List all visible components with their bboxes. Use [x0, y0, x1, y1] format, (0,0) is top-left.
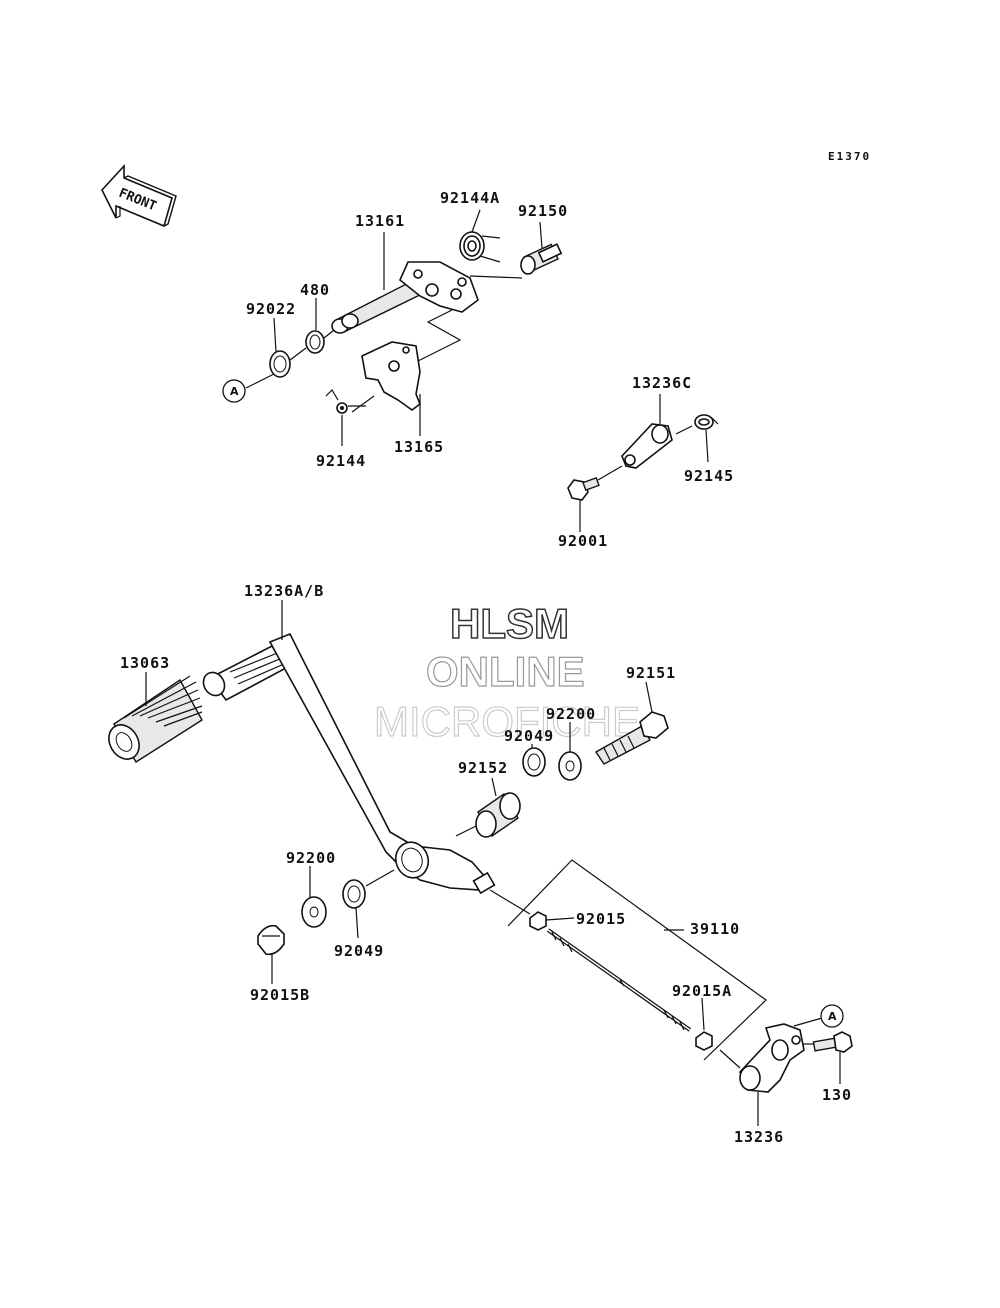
label-92015b[interactable]: 92015B — [250, 986, 310, 1004]
diagram-code: E1370 — [828, 150, 871, 163]
label-92001[interactable]: 92001 — [558, 532, 608, 550]
washer-92022-icon — [269, 350, 291, 378]
label-92049-top[interactable]: 92049 — [504, 727, 554, 745]
label-130[interactable]: 130 — [822, 1086, 852, 1104]
bolt-92001-icon — [567, 476, 600, 501]
front-arrow-icon: FRONT — [101, 163, 177, 228]
nut-92015b-icon — [257, 924, 285, 956]
ref-marker-a-top: A — [222, 379, 246, 403]
label-92144a[interactable]: 92144A — [440, 189, 500, 207]
washer-92200-top-icon — [558, 751, 582, 781]
washer-92200-bottom-icon — [301, 896, 327, 928]
rubber-13063-icon — [108, 675, 203, 763]
label-92144[interactable]: 92144 — [316, 452, 366, 470]
label-92200-bottom[interactable]: 92200 — [286, 849, 336, 867]
svg-text:A: A — [230, 385, 239, 398]
spring-92144-icon — [325, 389, 366, 414]
bolt-92151-icon — [594, 711, 669, 765]
label-13165[interactable]: 13165 — [394, 438, 444, 456]
seal-92049-bottom-icon — [342, 879, 366, 909]
shift-pedal-13236ab-icon — [202, 632, 496, 895]
circlip-480-icon — [305, 330, 325, 354]
nut-92015a-icon — [695, 1031, 713, 1051]
svg-text:MICROFICHE: MICROFICHE — [374, 698, 640, 745]
watermark: HLSM ONLINE MICROFICHE — [373, 599, 640, 745]
arm-13236c-icon — [621, 423, 673, 469]
label-13236c[interactable]: 13236C — [632, 374, 692, 392]
pin-92150-icon — [520, 243, 563, 275]
svg-text:A: A — [828, 1010, 837, 1023]
bolt-130-icon — [812, 1031, 853, 1053]
label-13063[interactable]: 13063 — [120, 654, 170, 672]
collar-92152-icon — [475, 792, 521, 838]
lever-13236-icon — [739, 1023, 805, 1093]
svg-text:HLSM: HLSM — [450, 600, 569, 647]
label-92015[interactable]: 92015 — [576, 910, 626, 928]
svg-text:ONLINE: ONLINE — [426, 648, 585, 695]
spring-92144a-icon — [459, 231, 501, 263]
label-13161[interactable]: 13161 — [355, 212, 405, 230]
label-92151[interactable]: 92151 — [626, 664, 676, 682]
ref-marker-a-bottom: A — [820, 1004, 844, 1028]
seal-92049-top-icon — [522, 747, 546, 777]
label-39110[interactable]: 39110 — [690, 920, 740, 938]
tie-rod-icon — [546, 928, 692, 1032]
shift-shaft-13161-icon — [331, 261, 479, 334]
clip-92145-icon — [694, 414, 719, 430]
label-92049-bottom[interactable]: 92049 — [334, 942, 384, 960]
label-92145[interactable]: 92145 — [684, 467, 734, 485]
label-92200-top[interactable]: 92200 — [546, 705, 596, 723]
label-480[interactable]: 480 — [300, 281, 330, 299]
nut-92015-icon — [529, 911, 547, 931]
label-92150[interactable]: 92150 — [518, 202, 568, 220]
label-92015a[interactable]: 92015A — [672, 982, 732, 1000]
label-92022[interactable]: 92022 — [246, 300, 296, 318]
label-13236ab[interactable]: 13236A/B — [244, 582, 324, 600]
label-92152[interactable]: 92152 — [458, 759, 508, 777]
label-13236[interactable]: 13236 — [734, 1128, 784, 1146]
plate-13165-icon — [361, 341, 421, 411]
